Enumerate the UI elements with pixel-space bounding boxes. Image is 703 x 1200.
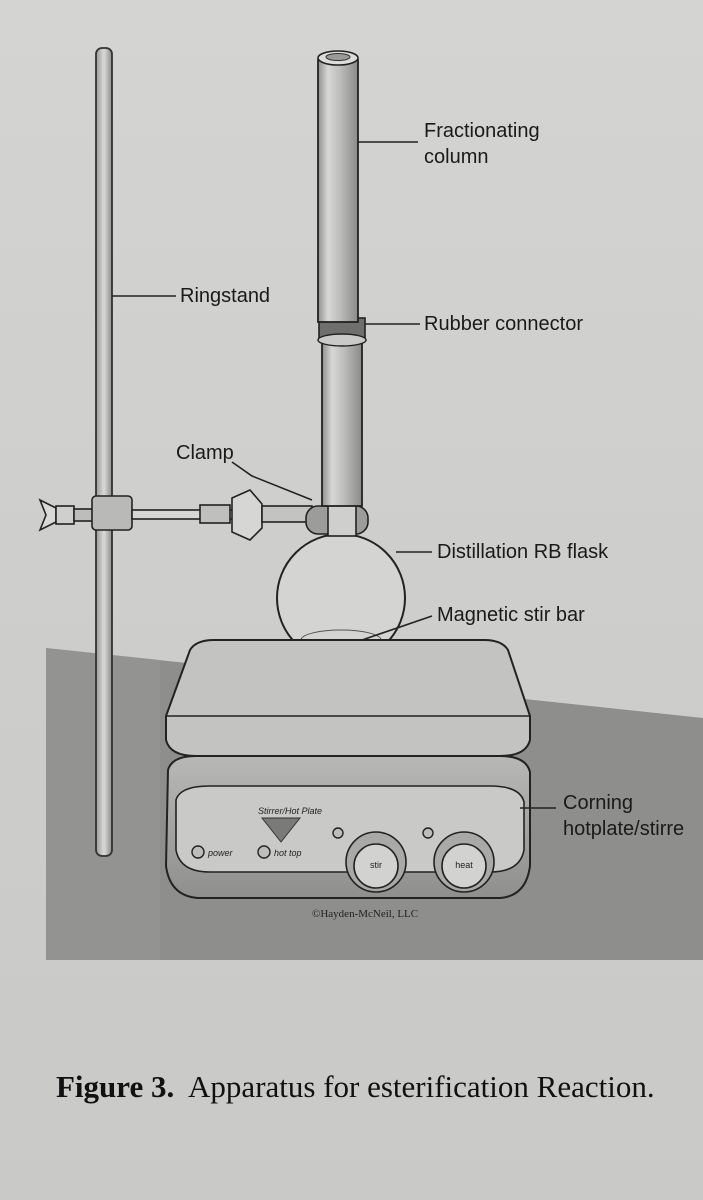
ringstand-rod <box>95 47 113 857</box>
figure-caption: Figure 3. Apparatus for esterification R… <box>56 1068 696 1106</box>
label-distillation-flask: Distillation RB flask <box>437 541 609 563</box>
column-upper <box>317 59 359 323</box>
device-name: Stirrer/Hot Plate <box>258 806 323 816</box>
hot-top-label: hot top <box>274 848 302 858</box>
caption-text: Apparatus for esterification Reaction. <box>188 1069 655 1104</box>
hotplate-stirrer <box>164 639 531 899</box>
distillation-flask <box>276 499 406 663</box>
clamp-assembly <box>38 489 369 541</box>
heat-knob-label: heat <box>455 860 473 870</box>
label-hotplate: Corning hotplate/stirre <box>563 792 685 840</box>
copyright: ©Hayden-McNeil, LLC <box>312 908 419 920</box>
label-fractionating-column: Fractionating column <box>424 120 540 168</box>
label-stir-bar: Magnetic stir bar <box>437 604 585 626</box>
label-rubber-connector: Rubber connector <box>424 313 583 335</box>
column-lower <box>321 335 363 507</box>
stir-knob-label: stir <box>370 860 382 870</box>
label-ringstand: Ringstand <box>180 285 271 307</box>
power-label: power <box>208 848 233 858</box>
figure-number: Figure 3. <box>56 1069 175 1104</box>
label-clamp: Clamp <box>176 442 234 464</box>
leader-lines <box>112 141 556 809</box>
